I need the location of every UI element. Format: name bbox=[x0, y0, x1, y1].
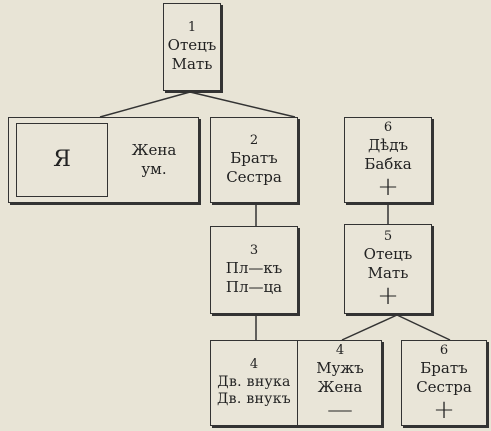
node-grandparents-number: 6 bbox=[383, 120, 393, 136]
node-spouse-line2: ум. bbox=[141, 160, 167, 178]
node-spouse-parents-number: 5 bbox=[383, 229, 393, 245]
node-nephews-number: 3 bbox=[249, 243, 259, 259]
node-siblings-number: 2 bbox=[249, 133, 259, 149]
node-spouse-siblings-line1: Братъ bbox=[420, 359, 468, 378]
node-nephews-line1: Пл—къ bbox=[225, 259, 283, 278]
deceased-cross-icon: + bbox=[377, 280, 399, 311]
node-siblings: 2 Братъ Сестра bbox=[210, 117, 298, 203]
node-spouse-line1: Жена bbox=[131, 141, 177, 160]
node-grandchildren-line1: Дв. внука bbox=[217, 373, 291, 390]
node-nephews-line2: Пл—ца bbox=[225, 278, 283, 297]
node-husband-wife: 4 Мужъ Жена — bbox=[299, 341, 381, 425]
node-parents: 1 Отецъ Мать bbox=[163, 3, 221, 91]
node-nephews: 3 Пл—къ Пл—ца bbox=[210, 226, 298, 314]
node-parents-line1: Отецъ bbox=[167, 36, 217, 55]
node-spouse-siblings-number: 6 bbox=[439, 343, 449, 359]
node-spouse-siblings-line2: Сестра bbox=[416, 378, 472, 397]
node-spouse: Жена ум. bbox=[113, 123, 195, 197]
node-parents-number: 1 bbox=[187, 20, 197, 36]
node-husband-wife-number: 4 bbox=[335, 343, 345, 359]
alive-dash-icon: — bbox=[327, 394, 353, 425]
node-self-label: Я bbox=[53, 147, 71, 173]
node-self: Я bbox=[16, 123, 108, 197]
connector-parents-right bbox=[189, 91, 296, 118]
node-grandchildren-number: 4 bbox=[249, 357, 259, 373]
node-spouse-siblings: 6 Братъ Сестра + bbox=[401, 340, 487, 426]
node-grandparents-line2: Бабка bbox=[364, 155, 412, 174]
node-siblings-line2: Сестра bbox=[226, 168, 282, 187]
node-grandparents-line1: Дѣдъ bbox=[367, 136, 409, 155]
node-spouse-parents: 5 Отецъ Мать + bbox=[344, 224, 432, 314]
node-self-spouse: Я Жена ум. bbox=[8, 117, 199, 203]
deceased-cross-icon: + bbox=[433, 394, 455, 425]
node-siblings-line1: Братъ bbox=[230, 149, 278, 168]
node-grandchildren-line2: Дв. внукъ bbox=[217, 391, 291, 408]
node-parents-line2: Мать bbox=[171, 55, 213, 74]
deceased-cross-icon: + bbox=[377, 171, 399, 202]
node-grandparents: 6 Дѣдъ Бабка + bbox=[344, 117, 432, 203]
node-husband-wife-line1: Мужъ bbox=[316, 359, 364, 378]
connector-parents-left-branch bbox=[341, 314, 398, 341]
connector-parents-right-branch bbox=[396, 314, 451, 341]
node-spouse-parents-line2: Мать bbox=[367, 264, 409, 283]
node-grandchildren: 4 Дв. внука Дв. внукъ bbox=[211, 341, 297, 425]
cell-divider bbox=[297, 341, 298, 425]
node-spouse-parents-line1: Отецъ bbox=[363, 245, 413, 264]
connector-parents-left bbox=[99, 91, 191, 118]
node-grandchildren-spouses: 4 Дв. внука Дв. внукъ 4 Мужъ Жена — bbox=[210, 340, 382, 426]
node-husband-wife-line2: Жена bbox=[317, 378, 363, 397]
